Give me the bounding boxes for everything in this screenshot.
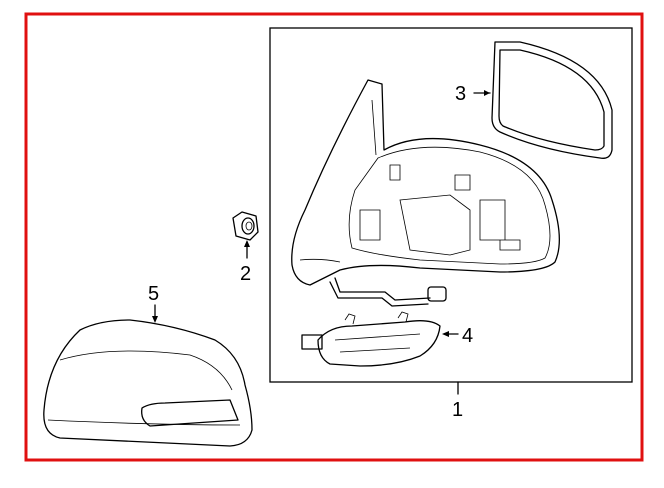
assembly-box bbox=[269, 27, 633, 383]
callout-2[interactable]: 2 bbox=[240, 240, 251, 285]
mirror-cover[interactable] bbox=[43, 319, 253, 447]
mirror-glass[interactable] bbox=[491, 41, 613, 159]
svg-text:2: 2 bbox=[240, 263, 251, 285]
callout-4[interactable]: 4 bbox=[442, 325, 473, 347]
svg-text:1: 1 bbox=[452, 399, 463, 421]
callout-5[interactable]: 5 bbox=[148, 283, 159, 323]
turn-signal-lamp[interactable] bbox=[301, 311, 441, 367]
callout-3[interactable]: 3 bbox=[455, 83, 491, 105]
mirror-housing bbox=[291, 79, 560, 307]
svg-text:4: 4 bbox=[462, 325, 473, 347]
svg-text:3: 3 bbox=[455, 83, 466, 105]
red-frame bbox=[24, 12, 644, 462]
callout-1[interactable]: 1 bbox=[452, 381, 463, 421]
svg-text:5: 5 bbox=[148, 283, 159, 305]
nut[interactable] bbox=[232, 211, 259, 241]
